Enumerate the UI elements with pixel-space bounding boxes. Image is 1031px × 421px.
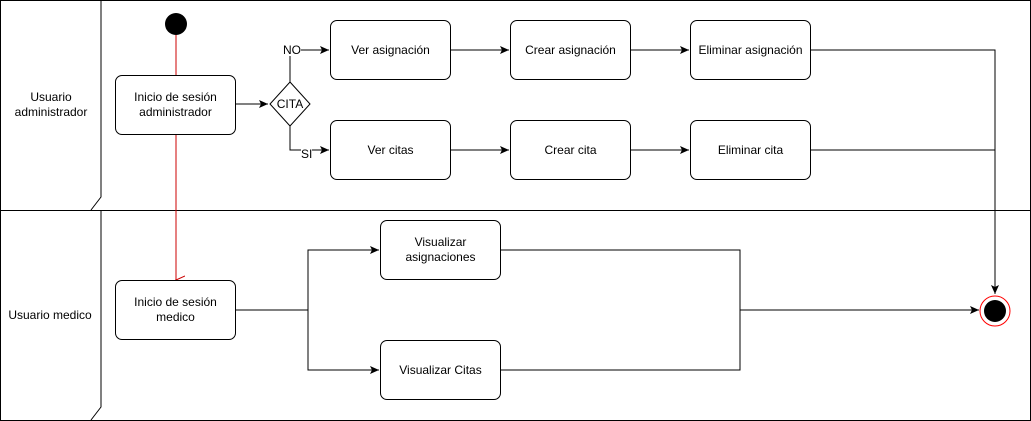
node-crear-cita: Crear cita: [510, 120, 631, 180]
lane-label-medico: Usuario medico: [8, 307, 92, 322]
edge-medico-to-visualizar-citas: [307, 310, 379, 374]
edge-label-si: SI: [301, 147, 313, 161]
lane-medico-header-divider: [90, 211, 102, 421]
edge-label-no: NO: [283, 43, 301, 57]
node-ver-asignacion: Ver asignación: [330, 20, 451, 80]
node-eliminar-asignacion: Eliminar asignación: [690, 20, 811, 80]
decision-label: CITA: [276, 97, 304, 111]
node-crear-asignacion: Crear asignación: [510, 20, 631, 80]
node-visualizar-citas: Visualizar Citas: [380, 340, 501, 400]
edge-visualizar-citas-merge: [500, 310, 741, 371]
node-ver-citas: Ver citas: [330, 120, 451, 180]
node-inicio-admin: Inicio de sesión administrador: [115, 75, 236, 135]
lane-admin-header-divider: [90, 0, 102, 211]
lane-label-admin: Usuario administrador: [14, 90, 88, 119]
edge-medico-to-visualizar-asignaciones: [307, 246, 379, 310]
node-inicio-medico: Inicio de sesión medico: [115, 280, 236, 340]
edge-decision-si: [289, 126, 329, 154]
edge-visualizar-asignaciones-merge: [500, 249, 741, 310]
start-node: [165, 13, 187, 35]
edge-eliminar-asignacion-to-end: [810, 49, 999, 294]
node-eliminar-cita: Eliminar cita: [690, 120, 811, 180]
end-node-core: [984, 300, 1006, 322]
node-visualizar-asignaciones: Visualizar asignaciones: [380, 220, 501, 280]
